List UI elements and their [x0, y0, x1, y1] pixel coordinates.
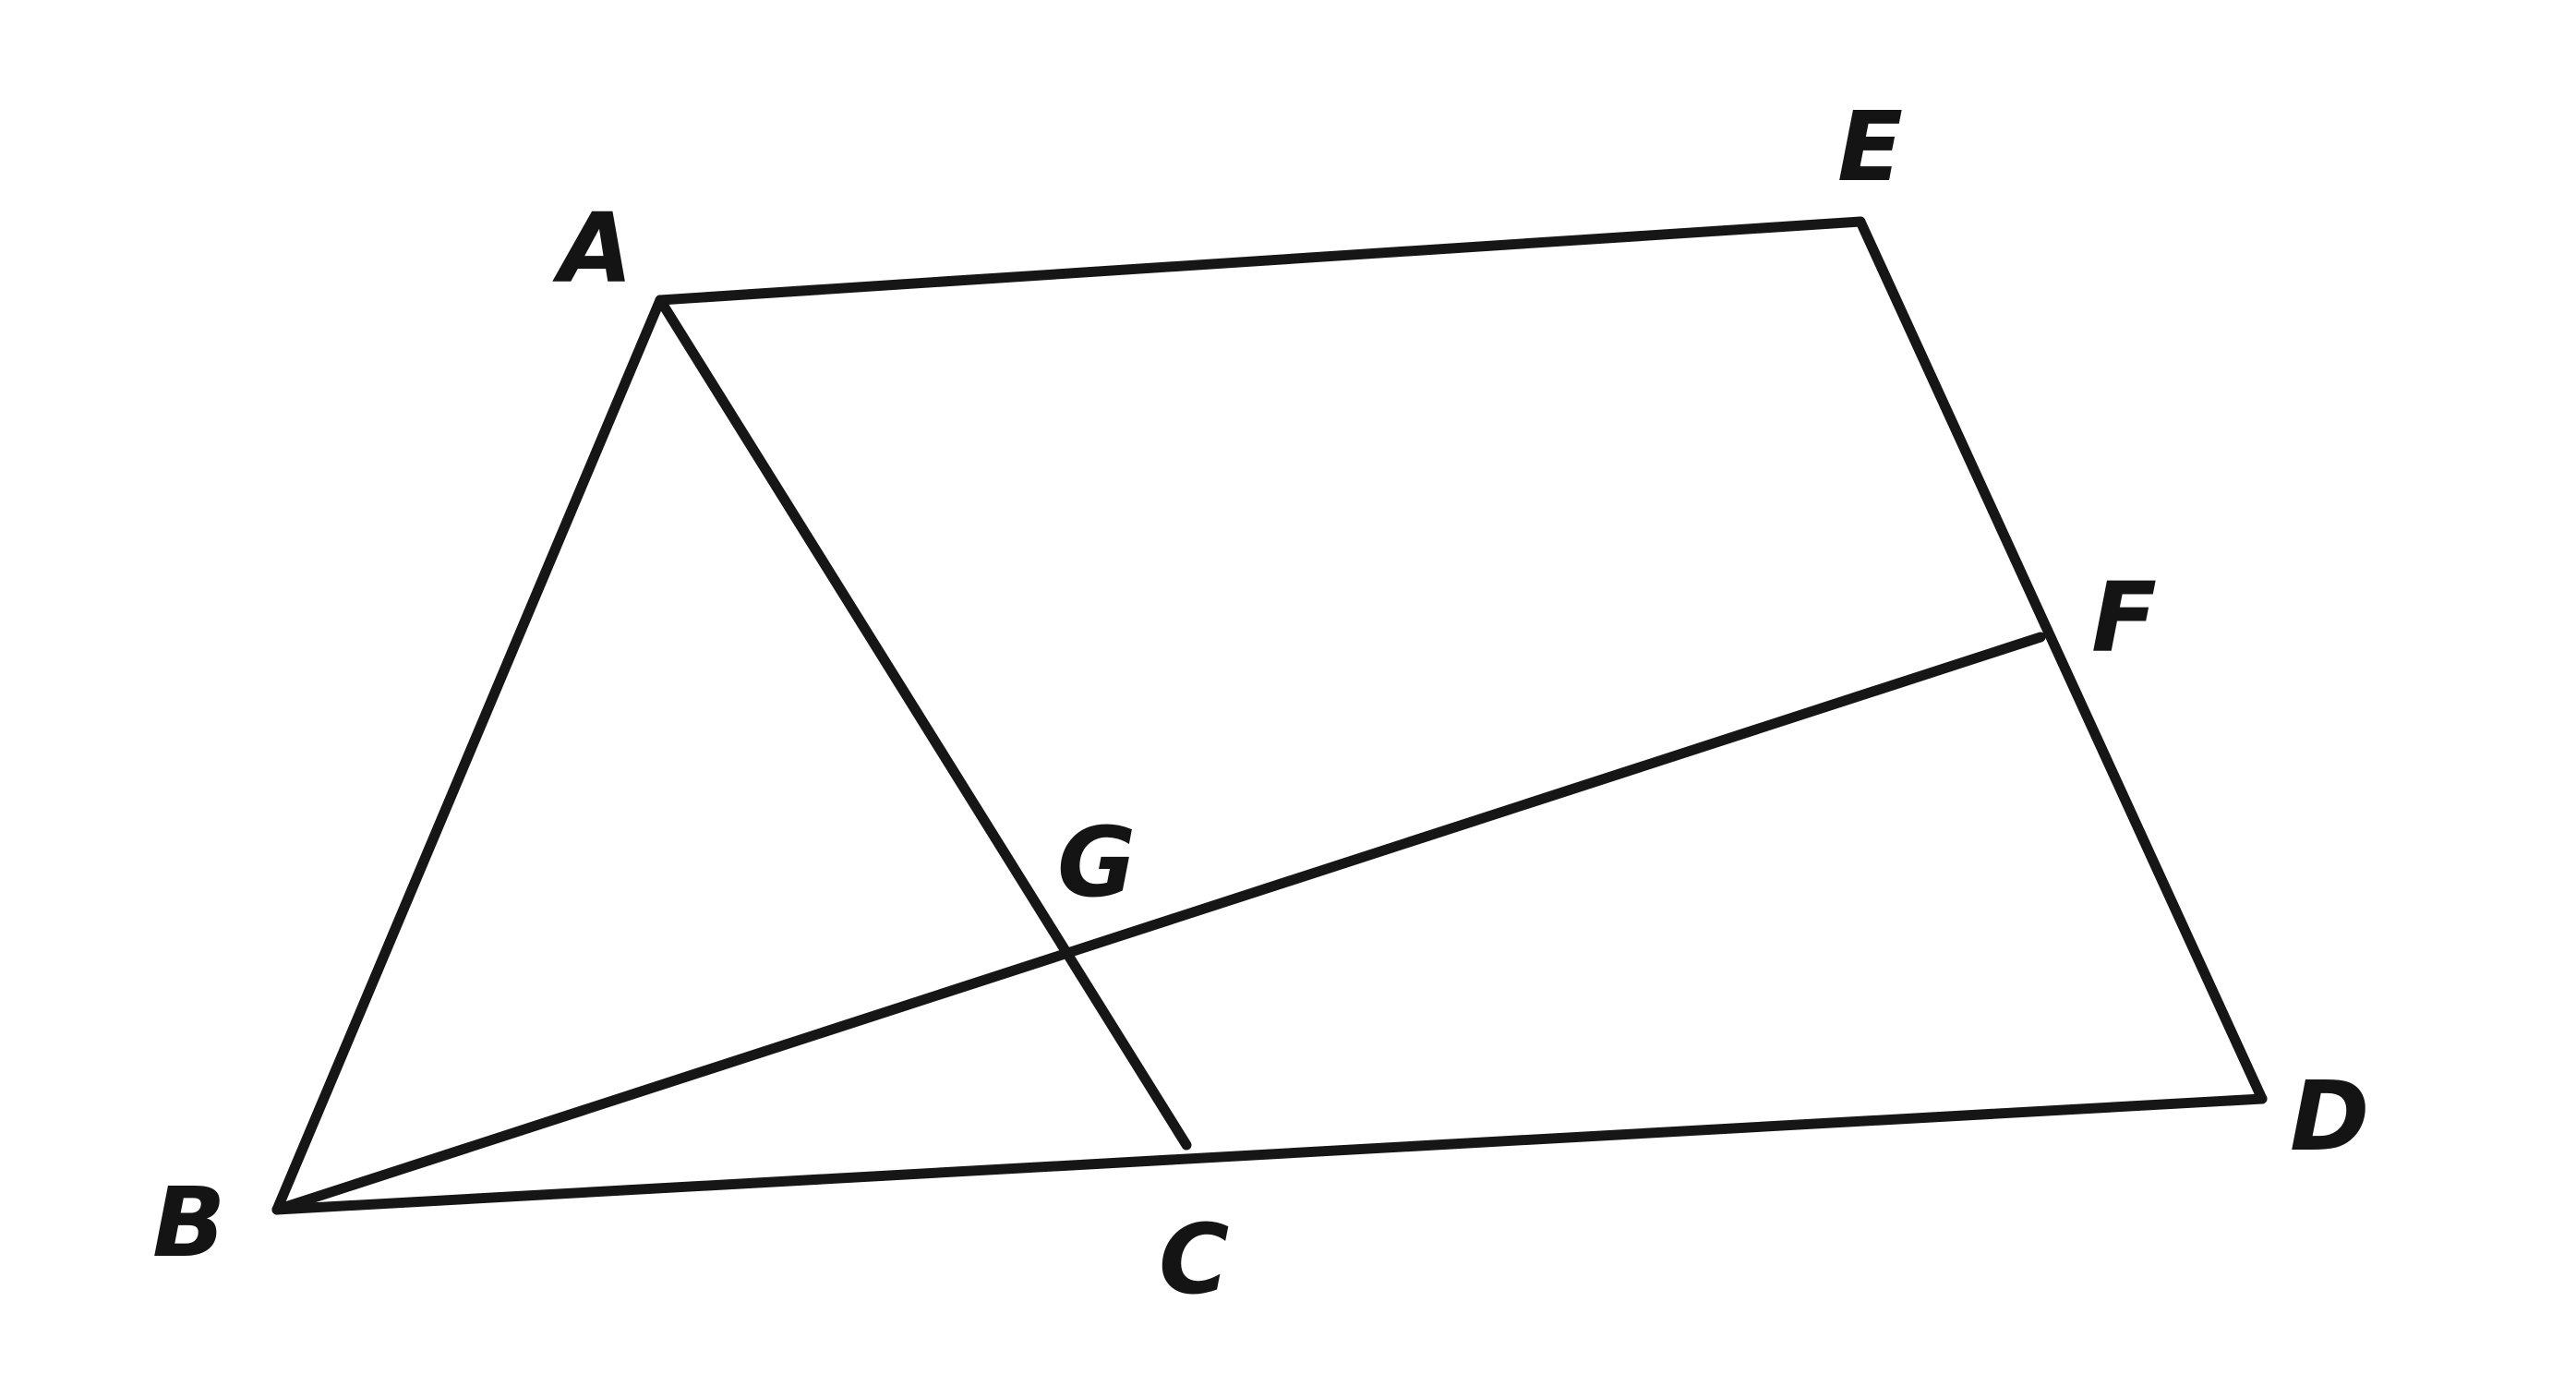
label-A: A: [552, 192, 633, 305]
segment-BF: [271, 632, 2046, 1215]
label-F: F: [2091, 561, 2157, 674]
segment-ED: [1855, 216, 2268, 1104]
segment-AE: [655, 216, 1866, 306]
label-B: B: [152, 1166, 225, 1279]
segment-BD: [271, 1093, 2268, 1215]
segment-AC: [655, 295, 1192, 1151]
label-D: D: [2290, 1060, 2369, 1173]
label-E: E: [1837, 90, 1903, 203]
segment-AB: [271, 295, 666, 1215]
label-G: G: [1057, 806, 1136, 919]
label-C: C: [1159, 1203, 1229, 1316]
